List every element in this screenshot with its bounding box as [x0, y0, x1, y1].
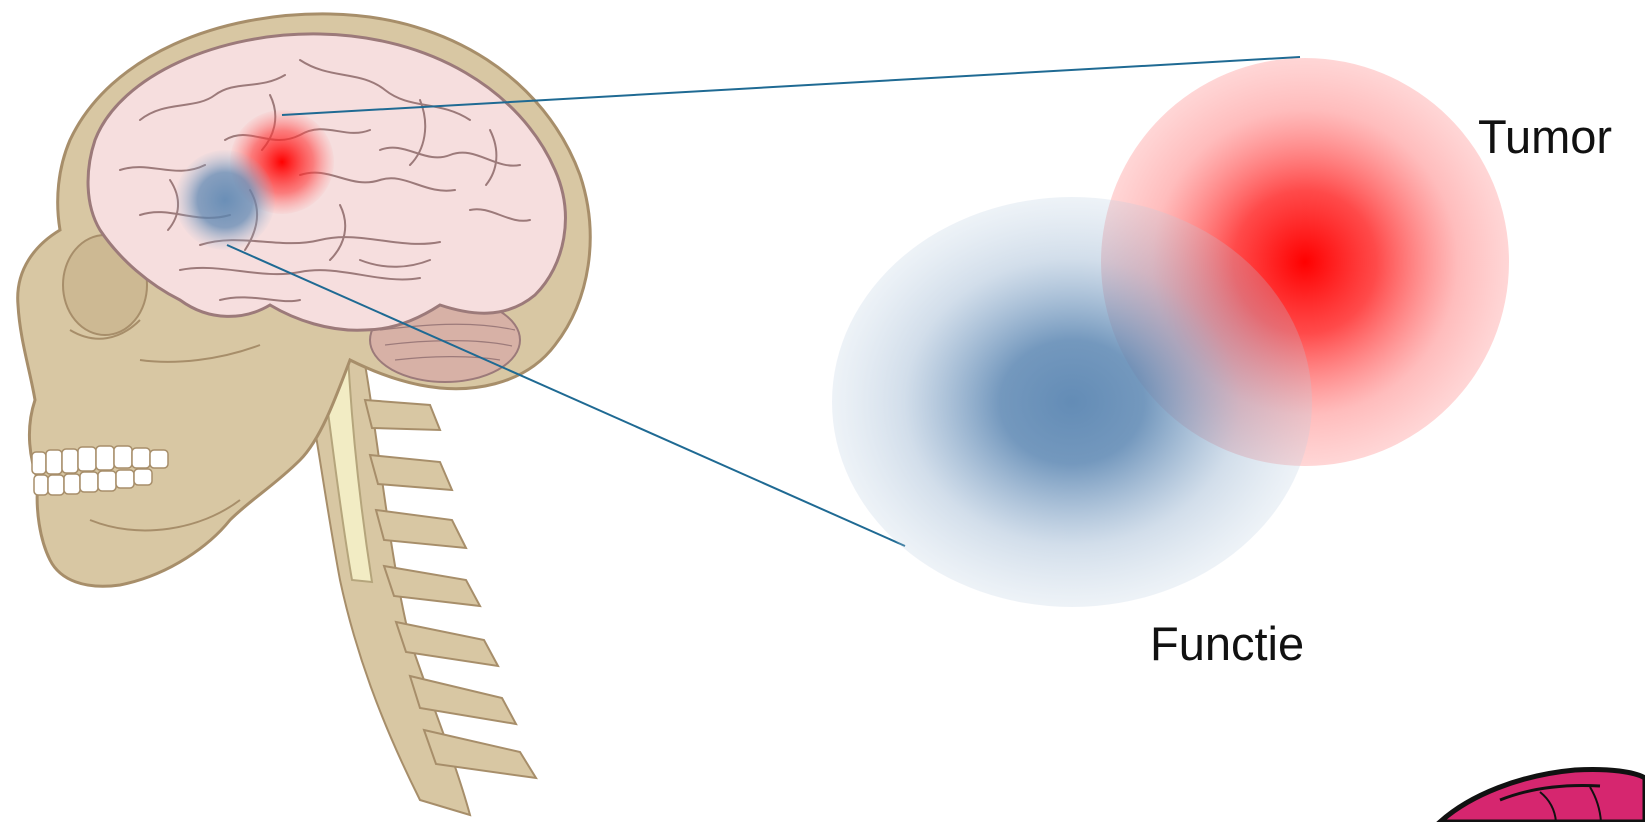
tumor-label: Tumor — [1478, 113, 1612, 160]
function-label: Functie — [1150, 620, 1304, 667]
head-illustration — [18, 14, 590, 815]
function-circle — [832, 197, 1312, 607]
corner-object — [1440, 769, 1645, 822]
spine — [300, 340, 536, 815]
function-marker — [175, 150, 275, 250]
